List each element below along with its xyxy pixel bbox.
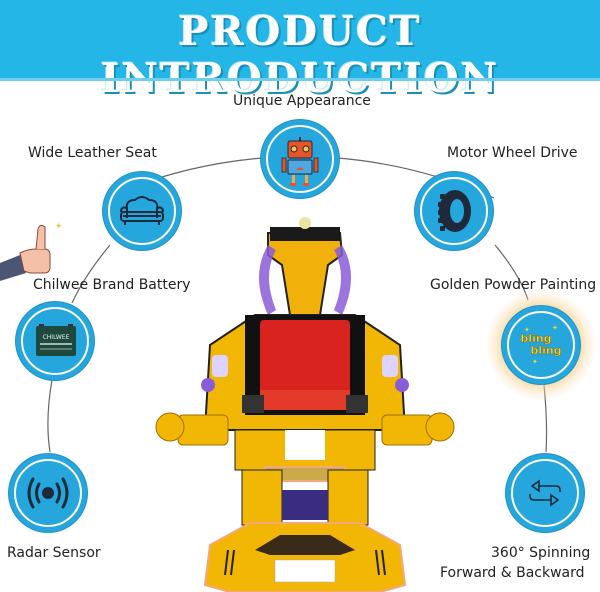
svg-text:✦: ✦ <box>532 358 538 366</box>
robot-ride-product-image <box>155 217 455 592</box>
feature-circle-wide-leather-seat <box>103 172 181 250</box>
feature-label-wide-leather-seat: Wide Leather Seat <box>28 145 157 161</box>
feature-circle-unique-appearance <box>261 120 339 198</box>
feature-label-unique-appearance: Unique Appearance <box>233 93 371 109</box>
feature-circle-chilwee-battery: CHILWEE <box>16 302 94 380</box>
feature-circle-radar-sensor <box>9 454 87 532</box>
svg-text:bling: bling <box>520 332 551 345</box>
feature-label-360-spinning: 360° Spinning <box>491 545 591 561</box>
feature-circle-motor-wheel-drive <box>415 172 493 250</box>
feature-label-forward-backward: Forward & Backward <box>440 565 585 581</box>
feature-label-golden-powder: Golden Powder Painting <box>430 277 597 293</box>
swap-arrows-icon <box>529 479 561 507</box>
feature-label-radar-sensor: Radar Sensor <box>7 545 101 561</box>
robot-icon <box>281 137 319 186</box>
svg-text:✦: ✦ <box>524 326 530 334</box>
svg-text:bling: bling <box>530 344 561 357</box>
thumbs-up-icon: ✦ <box>0 222 63 281</box>
svg-text:CHILWEE: CHILWEE <box>43 334 70 341</box>
feature-circle-360-spinning <box>506 454 584 532</box>
feature-label-chilwee-battery: Chilwee Brand Battery <box>33 277 191 293</box>
header-divider <box>0 78 600 81</box>
feature-circle-golden-powder: bling bling ✦ ✦ ✦ <box>502 306 580 384</box>
bling-icon: bling bling ✦ ✦ ✦ <box>520 324 562 366</box>
svg-text:✦: ✦ <box>55 222 63 232</box>
feature-label-motor-wheel-drive: Motor Wheel Drive <box>447 145 578 161</box>
battery-icon: CHILWEE <box>36 324 76 356</box>
radar-icon <box>27 477 69 509</box>
svg-text:✦: ✦ <box>552 324 558 332</box>
